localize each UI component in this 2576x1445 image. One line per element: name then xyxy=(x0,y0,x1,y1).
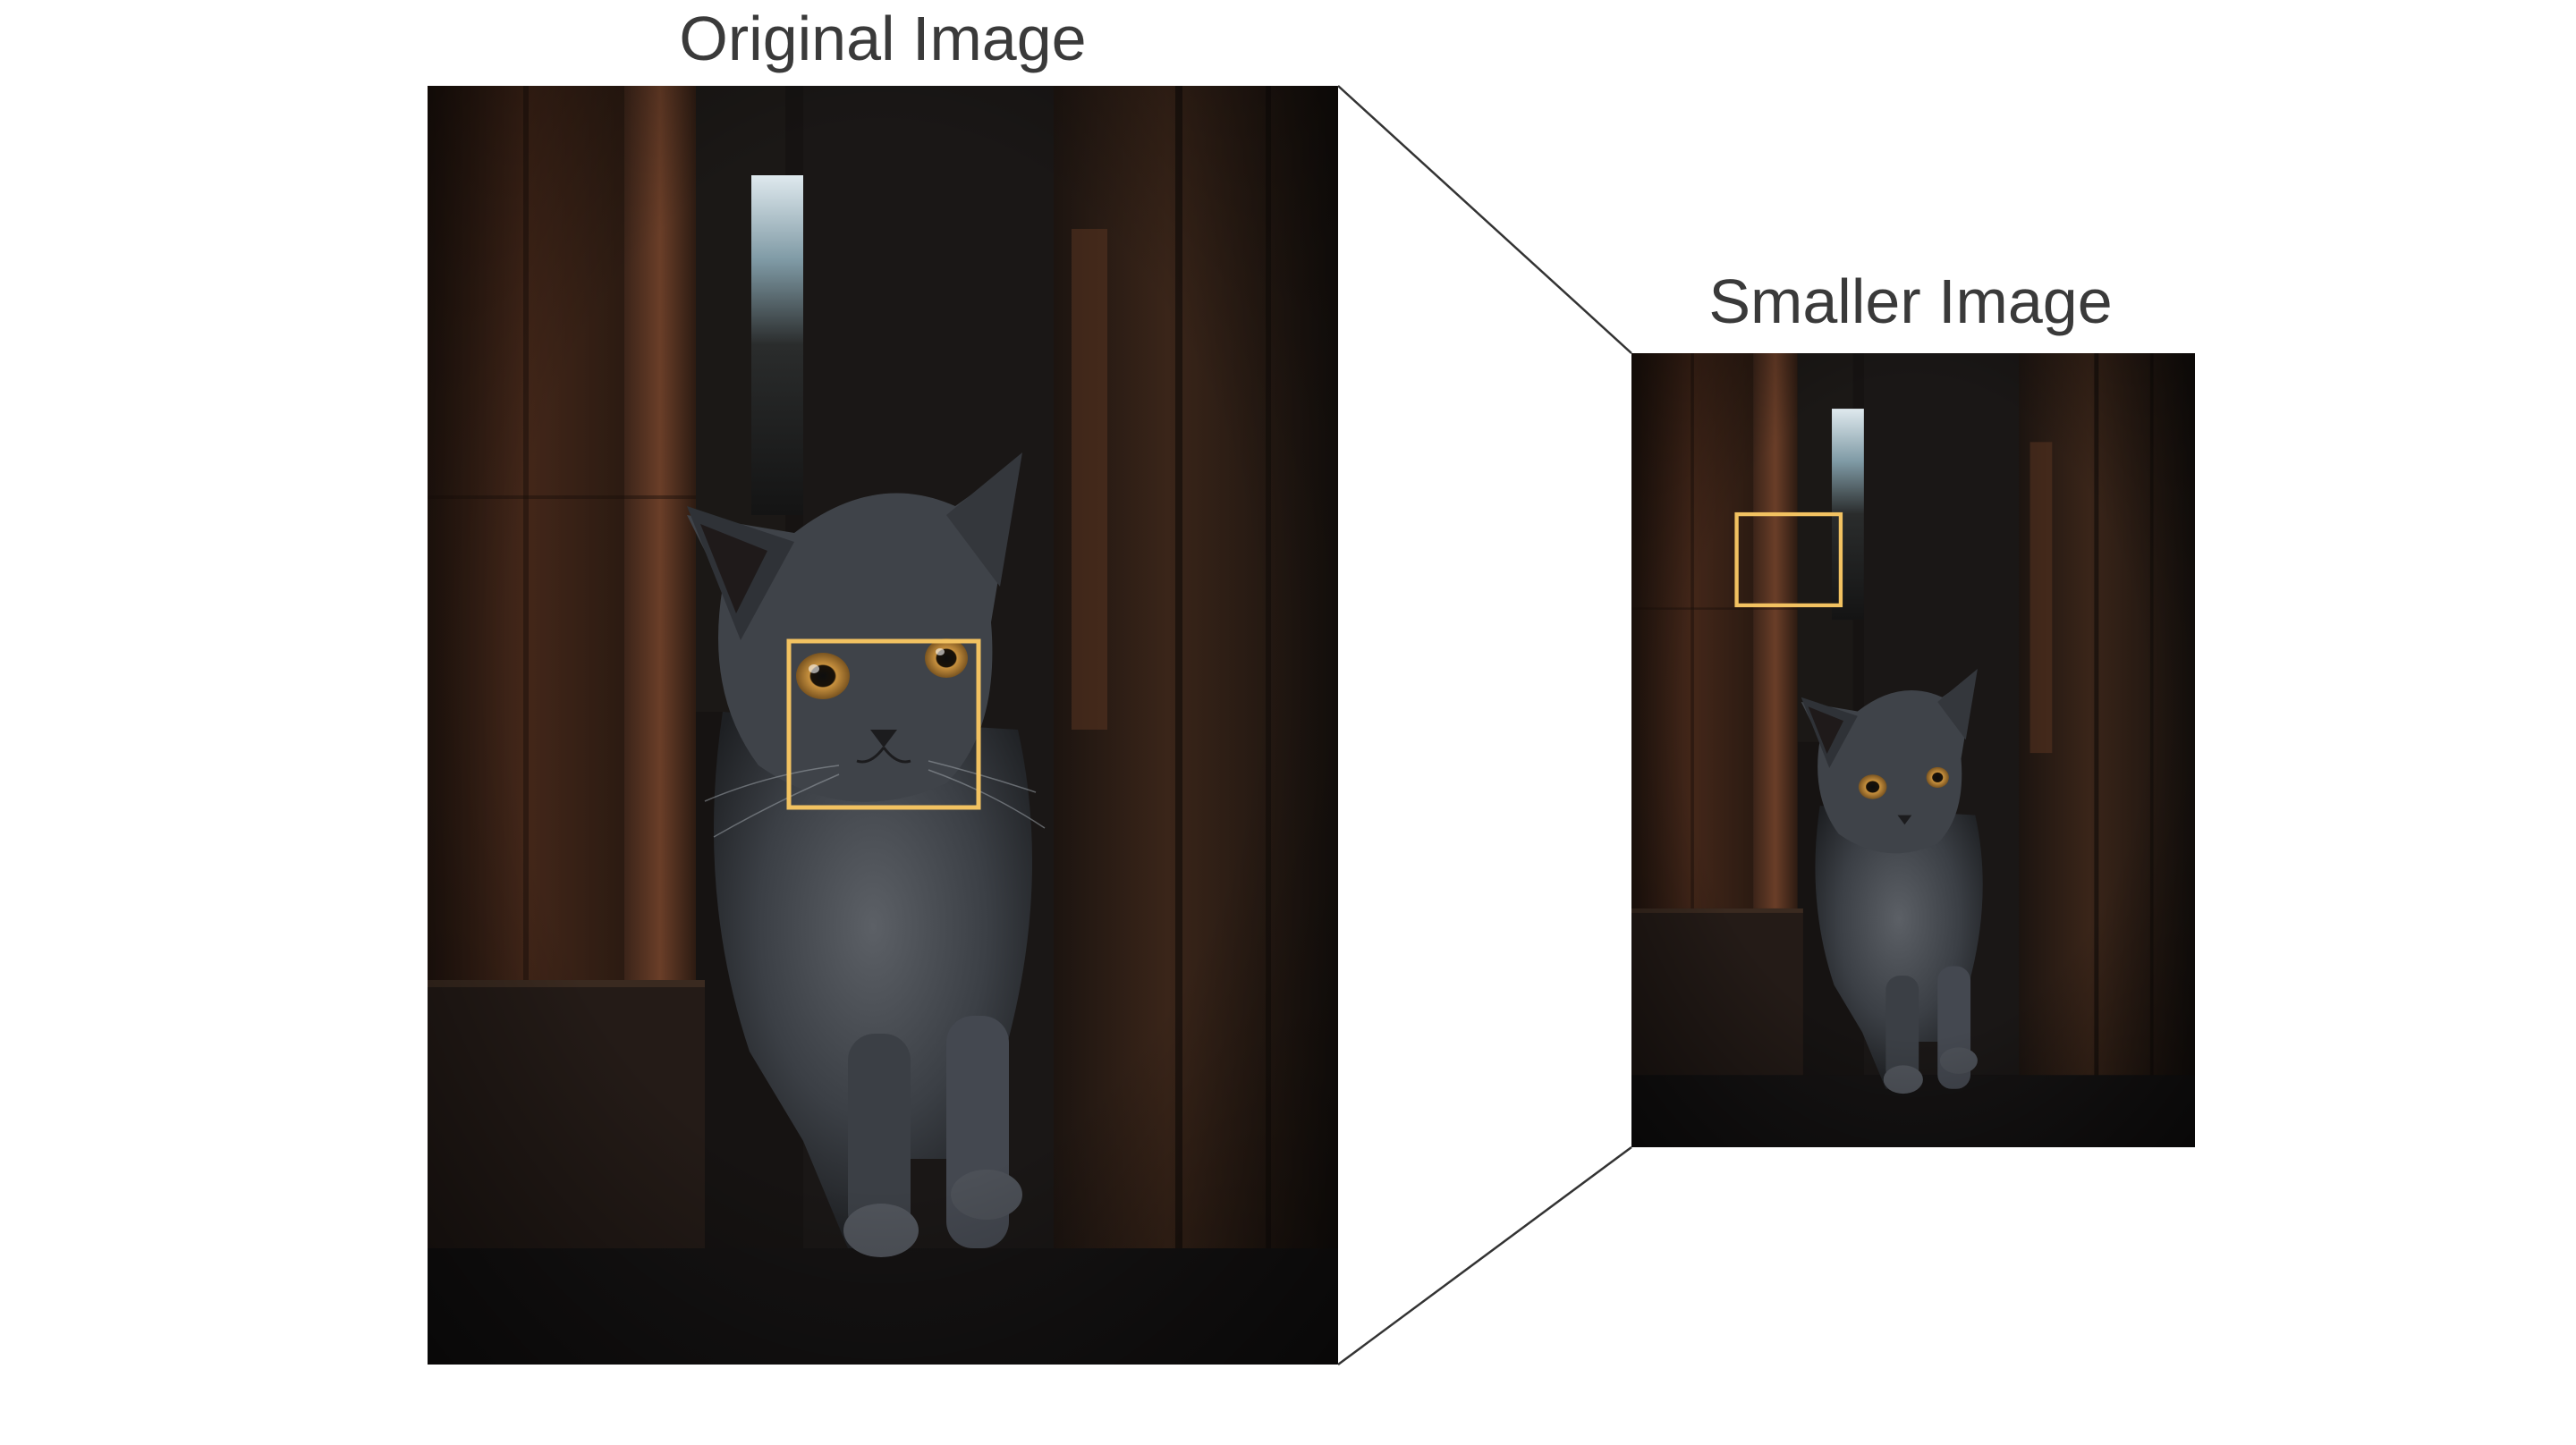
original-crop-box xyxy=(786,638,981,810)
smaller-image-title: Smaller Image xyxy=(1708,266,2113,336)
connector-top xyxy=(1337,85,1632,354)
original-image-title: Original Image xyxy=(679,4,1087,73)
original-image xyxy=(428,86,1338,1365)
connector-bottom xyxy=(1337,1145,1632,1366)
smaller-crop-box xyxy=(1734,511,1843,608)
smaller-image xyxy=(1631,353,2195,1147)
